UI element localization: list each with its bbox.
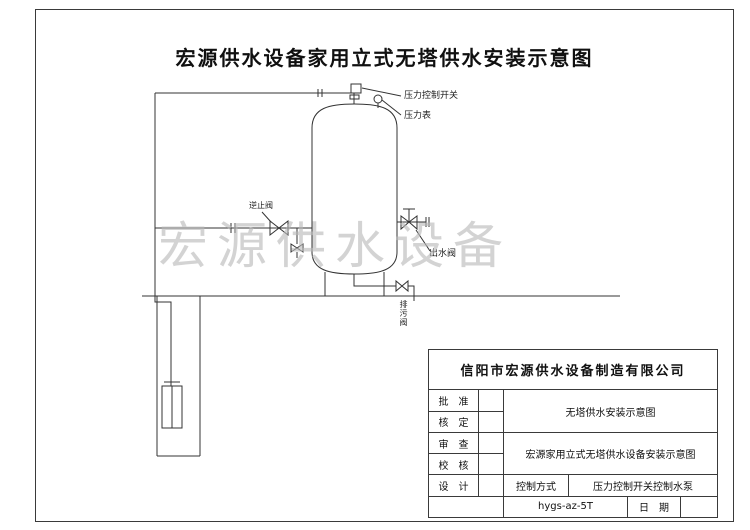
verify-signature-cell [478, 410, 504, 433]
check-valve-icon [261, 211, 289, 237]
control-mode-label: 控制方式 [503, 474, 569, 497]
drawing-frame [35, 9, 734, 522]
pressure-switch-icon [350, 83, 402, 97]
date-label: 日 期 [627, 495, 681, 519]
well [156, 296, 201, 457]
submersible-pump [161, 381, 183, 429]
title-block: 信阳市宏源供水设备制造有限公司 批 准 无塔供水安装示意图 核 定 审 查 宏源… [427, 348, 719, 519]
model-code: hygs-az-5T [503, 495, 628, 519]
approve-label: 批 准 [428, 389, 479, 412]
check-label: 校 核 [428, 453, 479, 476]
drawing-title: 宏源供水设备家用立式无塔供水安装示意图 [175, 46, 594, 70]
verify-label: 核 定 [428, 410, 479, 433]
check-signature-cell [478, 453, 504, 476]
drawing-name-2: 宏源家用立式无塔供水设备安装示意图 [502, 431, 719, 476]
watermark: 宏源供水设备 [158, 217, 512, 275]
control-mode-value: 压力控制开关控制水泵 [567, 474, 719, 497]
company-name: 信阳市宏源供水设备制造有限公司 [427, 348, 719, 391]
design-signature-cell [478, 474, 504, 497]
pressure-tank [311, 103, 398, 296]
review-signature-cell [478, 431, 504, 455]
date-value-cell [679, 495, 719, 519]
drain-valve-icon [395, 279, 409, 293]
review-label: 审 查 [428, 431, 479, 455]
tap-valve-icon [290, 228, 304, 258]
design-label: 设 计 [428, 474, 479, 497]
approve-signature-cell [478, 389, 504, 412]
pipe-fittings [230, 89, 430, 233]
outlet-valve-label: 出水阀 [429, 249, 457, 259]
pressure-gauge-label: 压力表 [404, 111, 432, 121]
outlet-valve-icon [400, 208, 431, 252]
check-valve-label: 逆止阀 [249, 201, 273, 210]
pressure-gauge-icon [373, 94, 402, 116]
bottom-empty-cell [428, 495, 504, 519]
drawing-name-1: 无塔供水安装示意图 [502, 389, 719, 433]
drain-valve-label: 排污阀 [399, 300, 408, 327]
pressure-switch-label: 压力控制开关 [404, 91, 459, 101]
